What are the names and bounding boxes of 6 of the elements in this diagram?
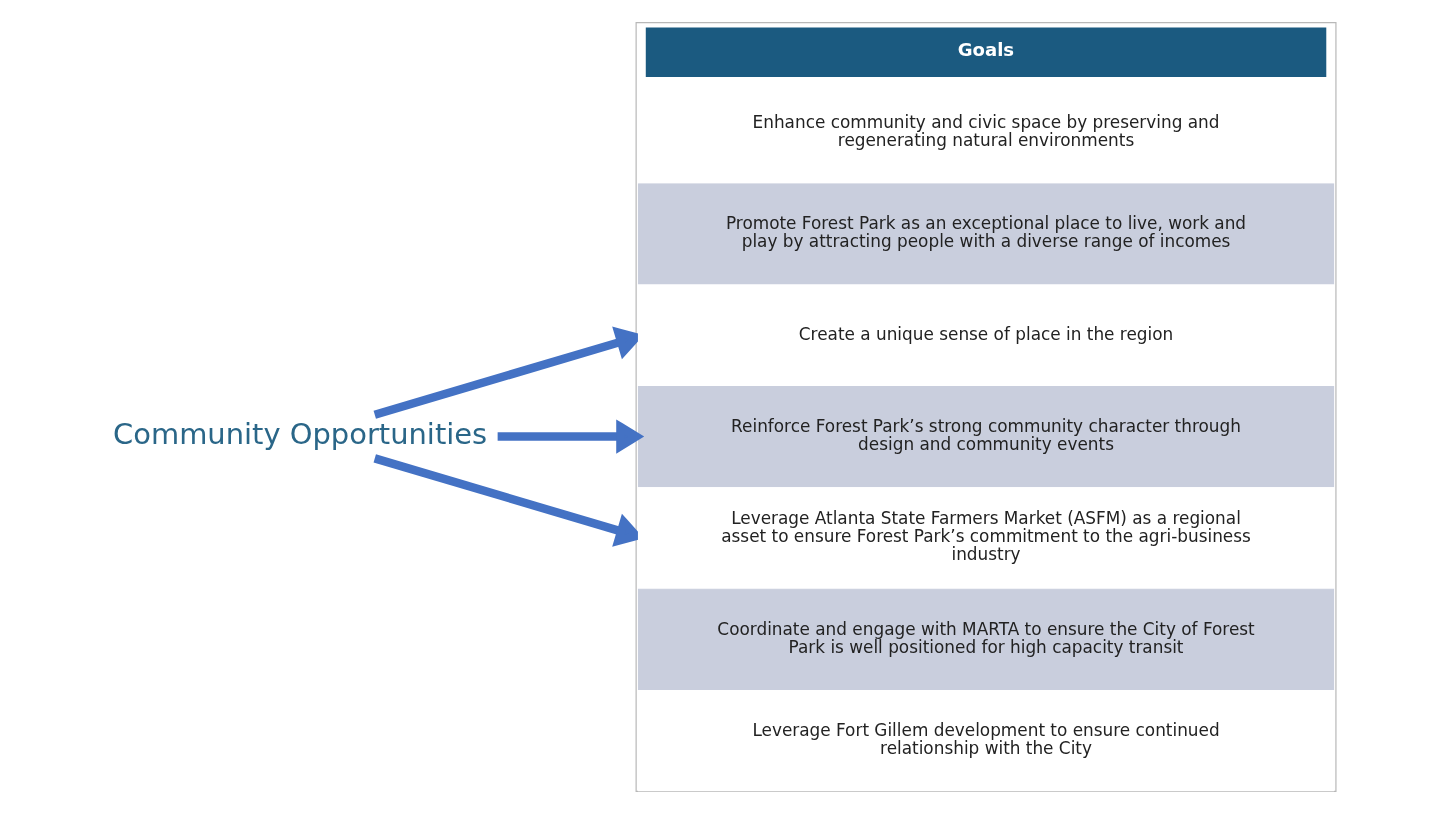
node-box: Coordinate and engage with MARTA to ensure the City of Forest Park is well positioned for high capacity transit [637, 588, 1334, 690]
arrow [497, 419, 644, 454]
node-text: Community Opportunities [112, 417, 487, 452]
node-box: Reinforce Forest Park’s strong community character through design and community events [637, 385, 1334, 488]
node-box: Promote Forest Park as an exceptional place to live, work and play by attracting people with a diverse range of incomes [637, 183, 1334, 285]
node-box: Leverage Atlanta State Farmers Market (ASFM) as a regional asset to ensure Forest Park’s commitment to the agri-business industry [637, 487, 1334, 589]
